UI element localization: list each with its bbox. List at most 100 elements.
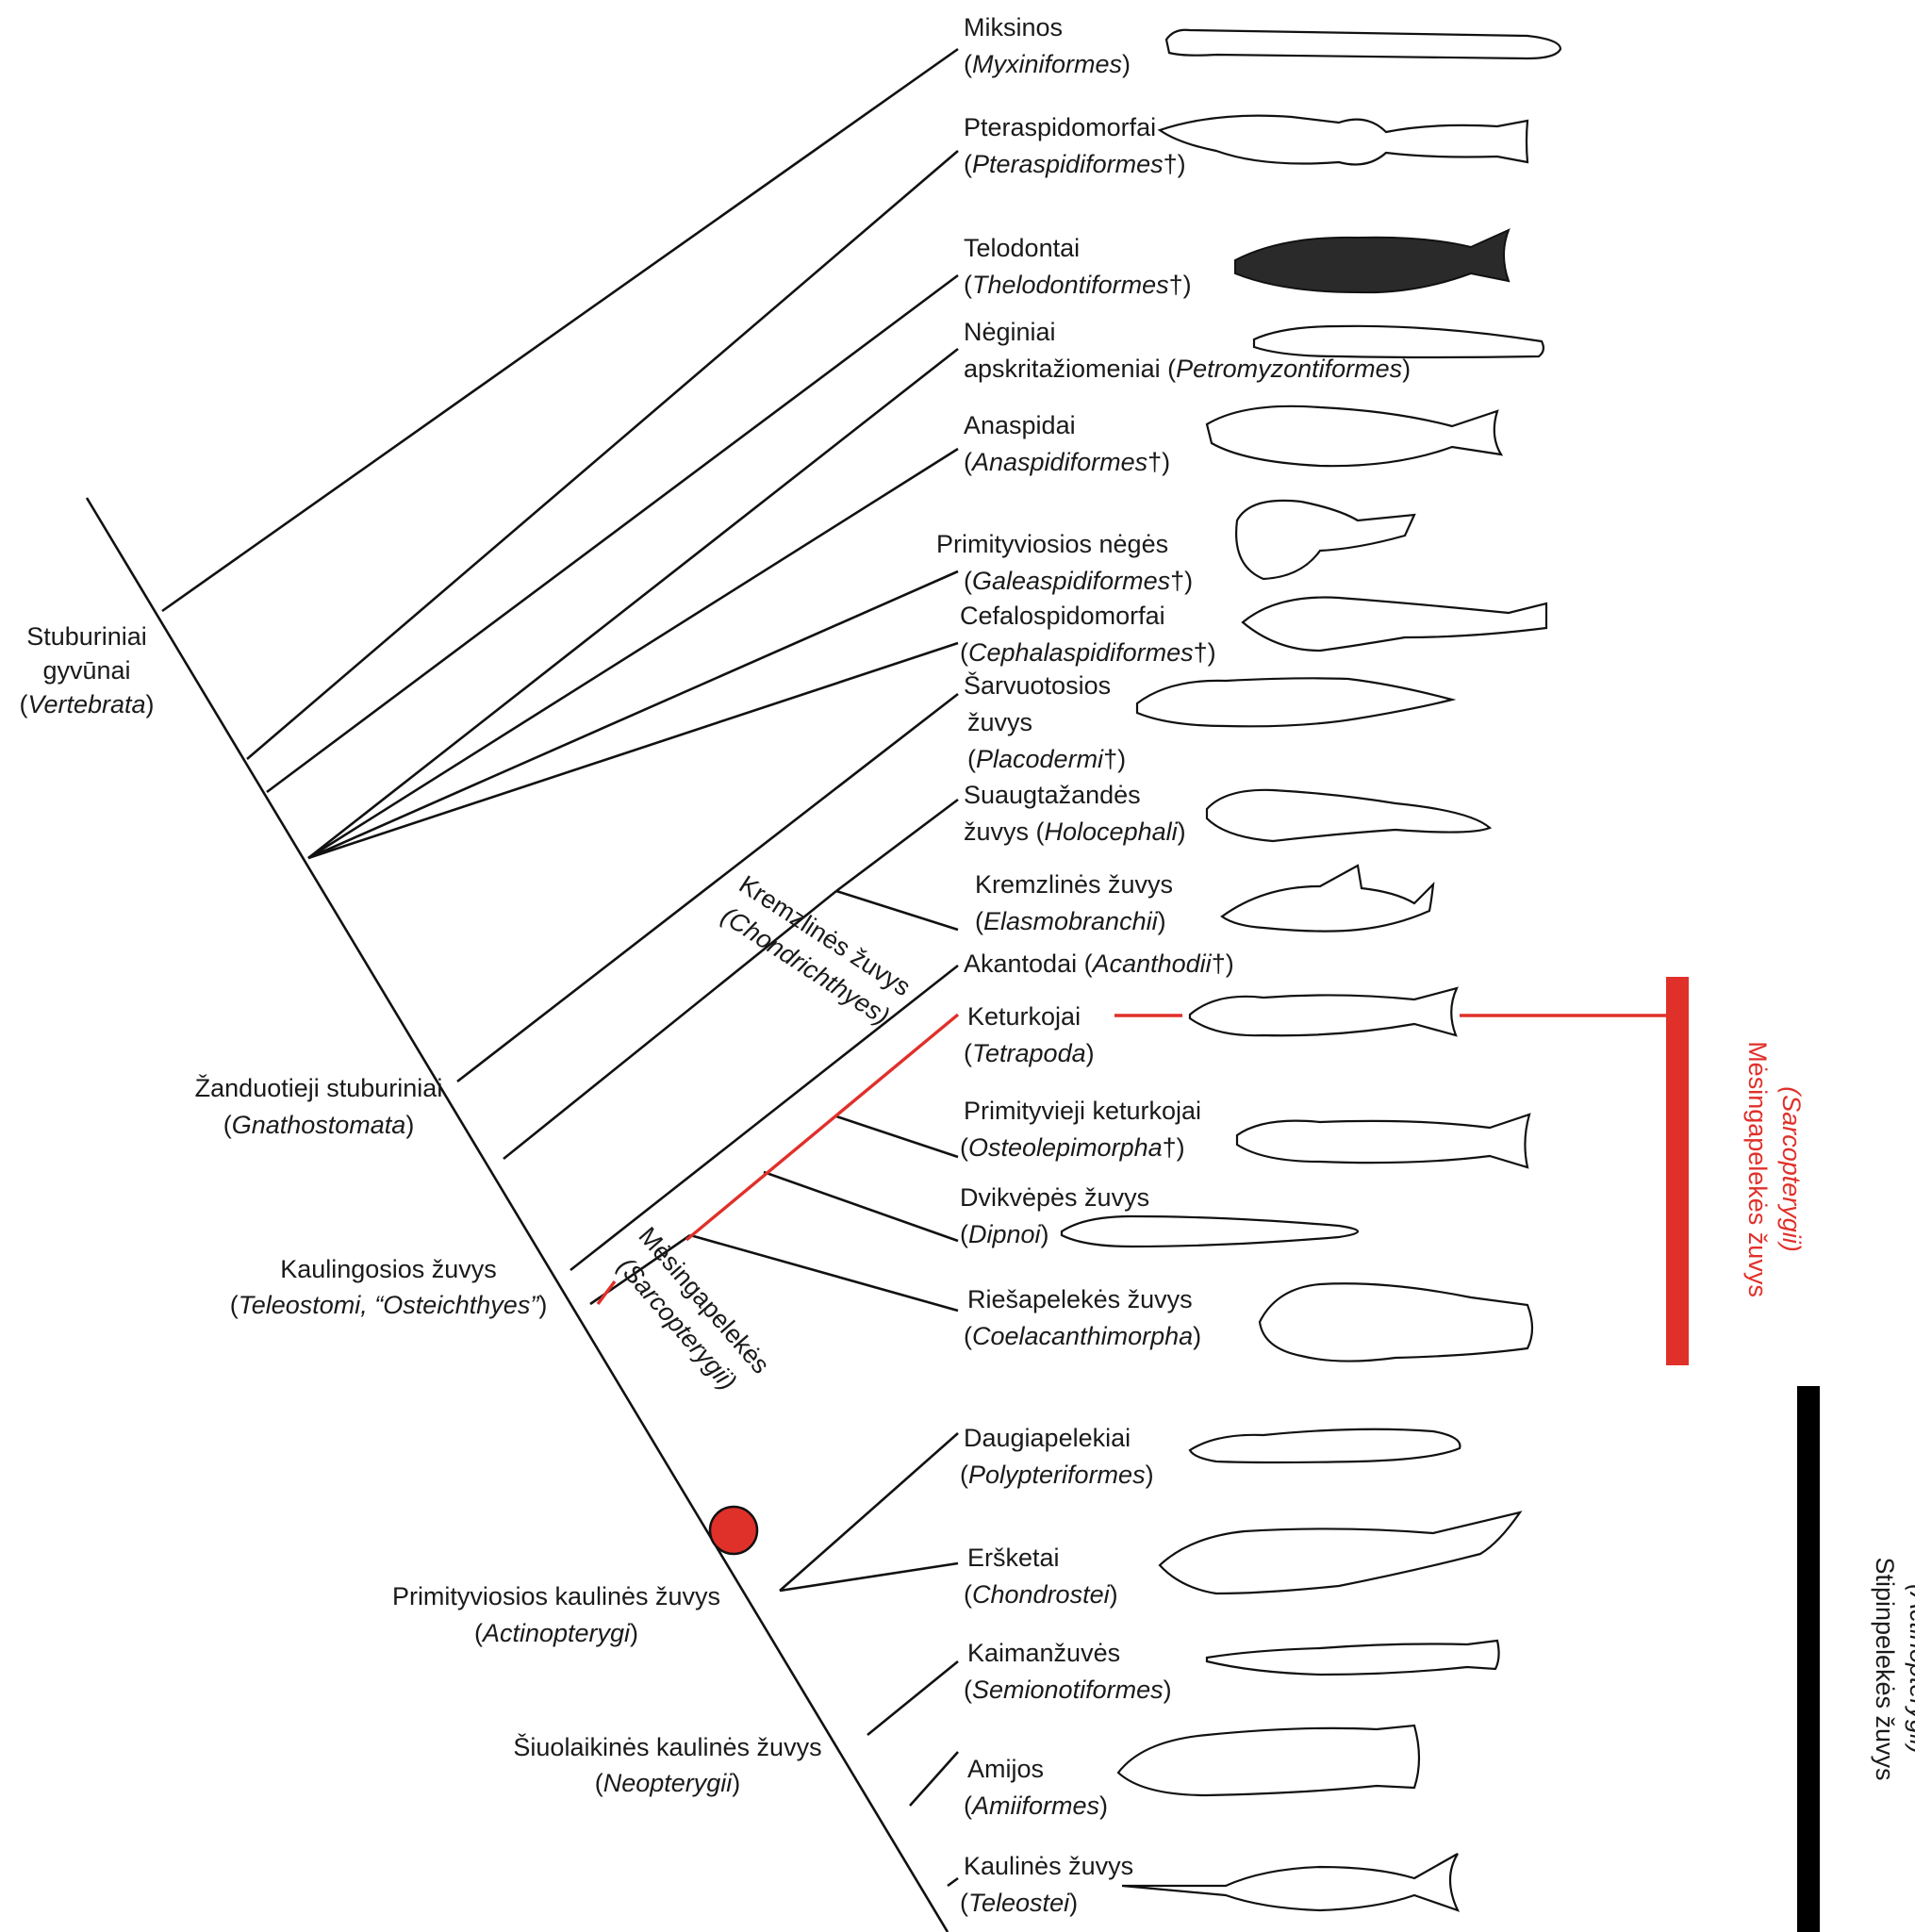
bichir-icon: [1190, 1429, 1460, 1462]
label-vertebrata-2: gyvūnai: [42, 656, 130, 685]
taxon-name-2: Telodontai: [964, 234, 1080, 262]
taxon-name-10: Akantodai (Acanthodii†): [964, 949, 1234, 978]
taxon-name-18: Amijos: [967, 1755, 1044, 1783]
hagfish-icon: [1166, 30, 1560, 58]
taxon-latin-17: (Semionotiformes): [964, 1676, 1172, 1704]
branch-holocephali: [836, 800, 958, 891]
label-actinopterygi-2: (Actinopterygi): [474, 1619, 638, 1647]
taxon-latin-11: (Tetrapoda): [964, 1039, 1095, 1067]
bowfin-icon: [1118, 1726, 1419, 1795]
branch-miksinos: [162, 49, 958, 611]
label-gnathostomata-1: Žanduotieji stuburiniai: [195, 1073, 443, 1102]
label-actinopterygii-group: Stipinpelekės žuvys (Actinopterygii): [1871, 1557, 1915, 1780]
branch-teleostei: [948, 1878, 958, 1886]
label-osteichthyes-1: Kaulingosios žuvys: [280, 1255, 497, 1283]
red-osteichthyes-tick: [598, 1281, 615, 1304]
red-sarcopterygii-branch: [686, 1015, 958, 1240]
taxon-latin-14: (Coelacanthimorpha): [964, 1322, 1201, 1350]
taxon-latin-1: (Pteraspidiformes†): [964, 150, 1186, 178]
branch-anaspidai: [308, 449, 958, 858]
branch-coelacanthimorpha: [690, 1235, 958, 1311]
label-sarcopterygii-group: Mėsingapelekės žuvys (Sarcopterygii): [1743, 1041, 1806, 1297]
taxon-name-8: Suaugtažandės: [964, 781, 1141, 809]
taxon-name-19: Kaulinės žuvys: [964, 1852, 1133, 1880]
taxon-name-14: Riešapelekės žuvys: [967, 1285, 1193, 1313]
taxon-name-3: Nėginiai: [964, 318, 1056, 346]
branch-amiiformes: [910, 1752, 958, 1806]
taxon-latin-9: (Elasmobranchii): [975, 907, 1166, 935]
branch-acanthodii: [570, 966, 958, 1270]
taxon-latin-12: (Osteolepimorpha†): [960, 1133, 1185, 1162]
black-actinopterygii-bar: [1797, 1386, 1820, 1932]
label-sarcopterygii-group-2: (Sarcopterygii): [1777, 1086, 1806, 1252]
taxon-latin-3: apskritažiomeniai (Petromyzontiformes): [964, 355, 1411, 383]
actinopterygii-node-dot: [710, 1507, 757, 1554]
cephalaspid-icon: [1243, 598, 1546, 651]
placoderm-icon: [1137, 678, 1452, 726]
taxon-name-0: Miksinos: [964, 13, 1063, 41]
shark-icon: [1222, 866, 1433, 932]
coelacanth-icon: [1260, 1283, 1532, 1361]
label-sarcopterygii-branch: Mėsingapelekės (Sarcopterygii): [606, 1222, 775, 1403]
branch-galeaspidiformes: [308, 571, 958, 858]
taxon-latin-15: (Polypteriformes): [960, 1461, 1154, 1489]
taxon-latin-8: žuvys (Holocephali): [964, 817, 1186, 846]
clade-labels: Stuburiniai gyvūnai (Vertebrata) Žanduot…: [19, 622, 916, 1797]
galeaspid-icon: [1236, 501, 1414, 579]
branch-telodontai: [267, 275, 958, 792]
taxon-latin-19: (Teleostei): [960, 1889, 1078, 1917]
taxon-name-5: Primityviosios nėgės: [936, 530, 1168, 558]
label-vertebrata-1: Stuburiniai: [26, 622, 147, 651]
taxon-latin-18: (Amiiformes): [964, 1792, 1108, 1820]
taxon-name-13: Dvikvėpės žuvys: [960, 1183, 1149, 1212]
branch-semionotiformes: [867, 1661, 958, 1735]
taxon-name-12: Primityvieji keturkojai: [964, 1097, 1201, 1125]
branch-osteolepimorpha: [836, 1116, 958, 1157]
taxon-name-11: Keturkojai: [967, 1002, 1081, 1031]
taxa-labels: Miksinos (Myxiniformes) Pteraspidomorfai…: [936, 13, 1411, 1917]
taxon-latin-13: (Dipnoi): [960, 1220, 1049, 1248]
branch-cephalaspidiformes: [308, 643, 958, 858]
label-gnathostomata-2: (Gnathostomata): [223, 1111, 415, 1139]
taxon-latin-16: (Chondrostei): [964, 1580, 1118, 1609]
branch-elasmobranchii: [836, 891, 958, 930]
branch-chondrichthyes: [504, 891, 836, 1159]
acanthodian-icon: [1190, 988, 1457, 1035]
taxon-name-6: Cefalospidomorfai: [960, 602, 1165, 630]
lamprey-icon: [1254, 326, 1544, 357]
taxon-name-7: Šarvuotosios: [964, 670, 1111, 700]
red-sarcopterygii-bar: [1666, 977, 1689, 1365]
taxon-name-4: Anaspidai: [964, 411, 1076, 439]
label-chondrichthyes: Kremzlinės žuvys (Chondrichthyes): [715, 870, 916, 1032]
taxon-latin-5: (Galeaspidiformes†): [964, 567, 1193, 595]
taxon-name-17: Kaimanžuvės: [967, 1639, 1120, 1667]
taxon-name-16: Eršketai: [967, 1544, 1060, 1572]
thelodont-icon: [1235, 230, 1509, 292]
taxon-latin-0: (Myxiniformes): [964, 50, 1131, 78]
swordfish-icon: [1122, 1854, 1458, 1910]
anaspid-icon: [1207, 406, 1501, 466]
label-actinopterygi-1: Primityviosios kaulinės žuvys: [392, 1582, 720, 1610]
pteraspid-icon: [1160, 116, 1527, 165]
label-osteichthyes-2: (Teleostomi, “Osteichthyes”): [230, 1291, 548, 1319]
taxon-latin-4: (Anaspidiformes†): [964, 448, 1170, 476]
label-neopterygii-2: (Neopterygii): [595, 1769, 741, 1797]
taxon-name-1: Pteraspidomorfai: [964, 113, 1156, 141]
label-vertebrata-3: (Vertebrata): [19, 690, 154, 718]
lungfish-icon: [1062, 1216, 1358, 1247]
sturgeon-icon: [1160, 1512, 1520, 1593]
label-actinopterygii-group-2: (Actinopterygii): [1905, 1584, 1915, 1754]
branch-negiai: [308, 349, 958, 858]
trunk: [87, 498, 948, 1932]
taxon-latin-7: (Placodermi†): [967, 745, 1126, 773]
gar-icon: [1207, 1641, 1499, 1675]
taxon-name-9: Kremzlinės žuvys: [975, 870, 1173, 899]
chimaera-icon: [1207, 790, 1490, 841]
taxon-name-15: Daugiapelekiai: [964, 1424, 1131, 1452]
taxon-latin-2: (Thelodontiformes†): [964, 271, 1192, 299]
osteolepid-icon: [1237, 1115, 1529, 1167]
branch-pteraspidomorfai: [247, 151, 958, 759]
taxon-name2-7: žuvys: [967, 708, 1032, 736]
label-sarcopterygii-group-1: Mėsingapelekės žuvys: [1743, 1041, 1772, 1297]
